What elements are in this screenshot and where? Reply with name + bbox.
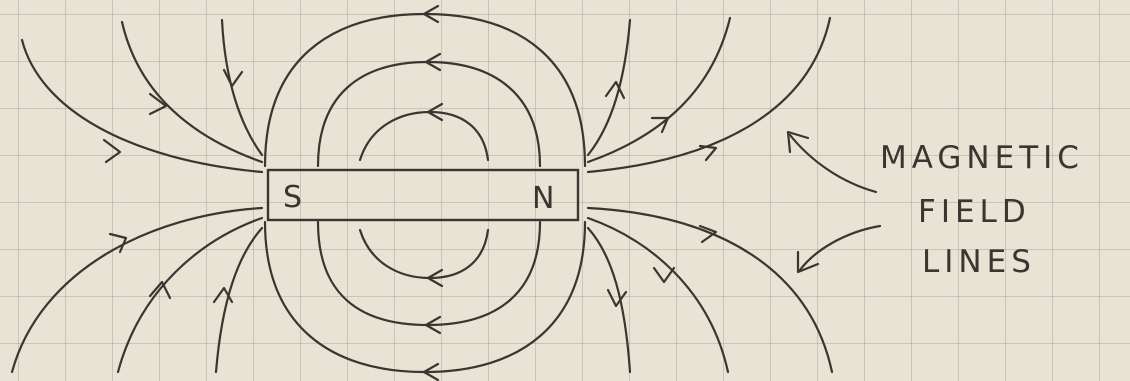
arrow-down-right-icon	[104, 140, 120, 162]
field-line-right-upper-1	[588, 20, 630, 155]
field-line-left-upper-3	[222, 20, 262, 155]
field-lines	[12, 14, 880, 372]
arrow-down-right-icon	[150, 94, 166, 114]
field-line-left-lower-2	[118, 218, 262, 372]
field-line-right-lower-3	[588, 228, 630, 372]
field-line-upper-loop-2	[318, 62, 540, 166]
arrow-down-right-icon	[700, 226, 716, 242]
field-line-right-lower-1	[588, 208, 832, 372]
field-line-left-lower-3	[216, 228, 262, 372]
field-line-right-lower-2	[588, 218, 728, 372]
field-line-lower-loop-2	[318, 222, 540, 325]
field-line-upper-loop-1	[265, 14, 585, 166]
caption-line-3: LINES	[922, 244, 1036, 280]
field-line-lower-loop-3	[360, 230, 488, 278]
arrow-down-right-icon	[608, 290, 626, 306]
caption-line-2: FIELD	[918, 194, 1031, 230]
field-line-upper-loop-3	[360, 112, 488, 160]
caption-pointer-lower	[800, 226, 880, 270]
caption-pointer-upper	[790, 135, 876, 192]
arrow-down-right-icon	[224, 70, 242, 86]
caption-line-1: MAGNETIC	[880, 140, 1084, 176]
field-line-lower-loop-1	[265, 222, 585, 372]
south-pole-label: S	[283, 180, 302, 215]
field-line-left-upper-2	[122, 22, 262, 162]
field-line-right-upper-3	[588, 18, 830, 172]
arrow-up-right-icon	[606, 82, 624, 98]
north-pole-label: N	[532, 181, 554, 216]
